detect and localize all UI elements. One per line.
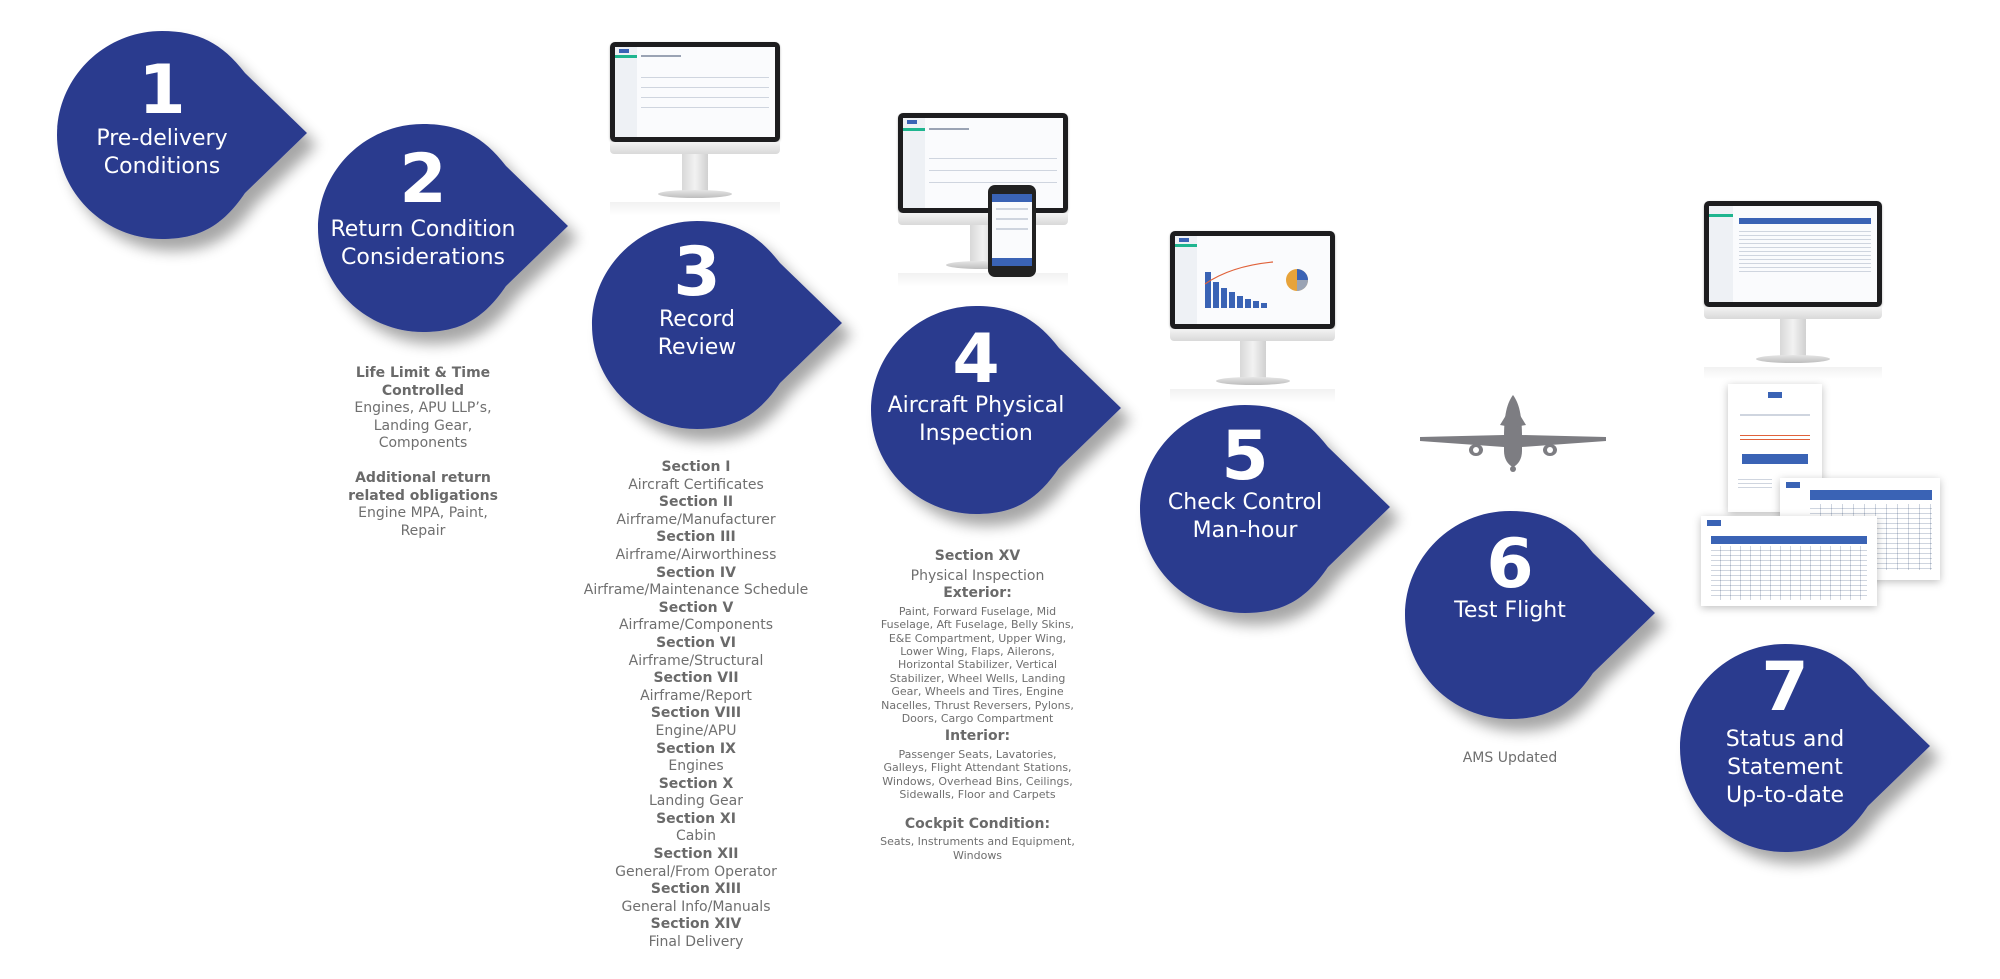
section-text: Airframe/Structural <box>628 652 764 669</box>
note-text: Engines, APU LLP’s, Landing Gear, Compon… <box>354 400 492 452</box>
step-title: Pre-delivery Conditions <box>96 126 228 179</box>
document-icon <box>1701 516 1877 606</box>
step-number: 1 <box>138 51 186 130</box>
step-6: 6 Test Flight <box>1405 511 1655 721</box>
step-1: 1 Pre-delivery Conditions <box>57 31 307 241</box>
step-title: Aircraft Physical Inspection <box>887 393 1065 446</box>
section-text: Airframe/Components <box>618 617 774 634</box>
smartphone-icon <box>988 185 1036 277</box>
step-number: 5 <box>1221 417 1269 496</box>
step-3: 3 Record Review <box>592 221 842 431</box>
section-text: Engines <box>668 758 724 775</box>
note-text: Paint, Forward Fuselage, Mid Fuselage, A… <box>880 604 1075 726</box>
note-heading: Exterior: <box>943 585 1012 602</box>
step-number: 6 <box>1486 525 1534 604</box>
step-title: Status and Statement Up-to-date <box>1725 727 1845 808</box>
section-heading: Section VI <box>656 634 736 651</box>
section-heading: Section I <box>661 459 731 475</box>
section-text: Airframe/Airworthiness <box>615 546 777 563</box>
step-2: 2 Return Condition Considerations <box>318 124 568 334</box>
section-text: General Info/Manuals <box>621 898 771 915</box>
section-heading: Section XIV <box>650 916 742 933</box>
section-text: Landing Gear <box>648 793 744 810</box>
step-number: 2 <box>399 140 447 219</box>
step-title: Check Control Man-hour <box>1167 490 1323 543</box>
note-text: Passenger Seats, Lavatories, Galleys, Fl… <box>882 748 1073 802</box>
section-text: Final Delivery <box>648 934 744 951</box>
monitor-icon <box>898 113 1068 287</box>
section-text: Airframe/Manufacturer <box>616 511 776 528</box>
section-heading: Section IV <box>656 564 736 581</box>
step-title: Return Condition Considerations <box>330 217 516 270</box>
step-2-notes: Life Limit & Time Controlled Engines, AP… <box>338 365 508 540</box>
step-4: 4 Aircraft Physical Inspection <box>871 306 1121 516</box>
step-6-note: AMS Updated <box>1462 750 1558 766</box>
section-text: Engine/APU <box>655 722 737 739</box>
note-heading: Life Limit & Time Controlled <box>355 365 491 399</box>
monitor-icon <box>610 42 780 216</box>
section-text: General/From Operator <box>615 863 777 880</box>
note-text: Engine MPA, Paint, Repair <box>358 505 488 539</box>
note-heading: Cockpit Condition: <box>904 815 1051 832</box>
monitor-icon <box>1704 201 1882 379</box>
airplane-icon <box>1420 395 1606 472</box>
note-text: Seats, Instruments and Equipment, Window… <box>880 835 1075 862</box>
section-heading: Section II <box>658 494 734 511</box>
section-text: Airframe/Maintenance Schedule <box>583 582 809 599</box>
section-heading: Section V <box>658 599 734 616</box>
monitor-icon <box>1170 231 1335 403</box>
section-text: Cabin <box>675 828 716 845</box>
note-heading: Additional return related obligations <box>348 469 498 504</box>
section-text: Airframe/Report <box>640 687 752 704</box>
section-heading: Section VIII <box>650 705 742 722</box>
step-title: Record Review <box>657 307 737 360</box>
step-number: 4 <box>952 320 1000 399</box>
section-heading: Section X <box>658 775 734 792</box>
section-heading: Section IX <box>656 740 736 757</box>
step-title: Test Flight <box>1454 598 1566 623</box>
note-heading: Interior: <box>944 728 1011 745</box>
step-number: 3 <box>673 233 721 312</box>
inspection-notes: Section XV Physical Inspection Exterior:… <box>870 548 1085 862</box>
section-heading: Section XII <box>653 846 739 863</box>
section-heading: Section XIII <box>650 881 742 898</box>
step-number: 7 <box>1761 648 1809 727</box>
section-text: Aircraft Certificates <box>628 476 764 493</box>
section-heading: Section XI <box>656 810 736 827</box>
section-heading: Section VII <box>653 670 739 687</box>
step-7: 7 Status and Statement Up-to-date <box>1680 644 1930 854</box>
note-text: Physical Inspection <box>910 567 1045 584</box>
note-heading: Section XV <box>934 548 1021 564</box>
section-heading: Section III <box>656 529 736 546</box>
step-5: 5 Check Control Man-hour <box>1140 405 1390 615</box>
